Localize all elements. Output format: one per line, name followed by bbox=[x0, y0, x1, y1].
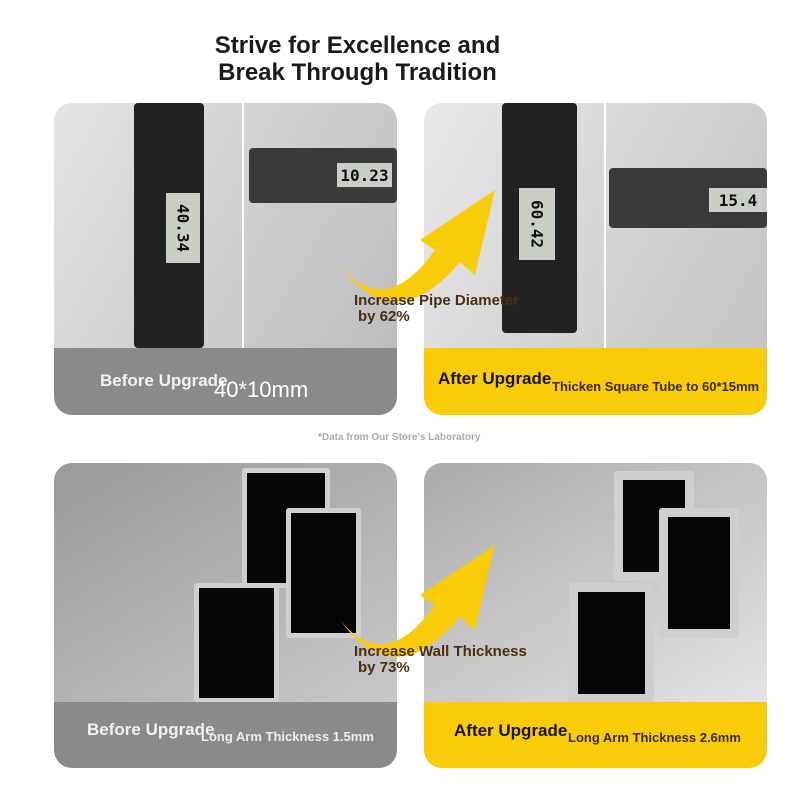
arrow-icon bbox=[340, 545, 495, 657]
top-before-panel: 40.34 10.23 Before Upgrade 40*10mm bbox=[54, 103, 397, 415]
spec-text: Long Arm Thickness 1.5mm bbox=[201, 729, 374, 744]
bottom-callout: Increase Wall Thickness by 73% bbox=[354, 644, 527, 676]
caliper-readout: 40.34 bbox=[166, 193, 200, 263]
top-callout: Increase Pipe Diameter by 62% bbox=[354, 293, 519, 325]
before-upgrade-label: Before Upgrade bbox=[87, 720, 215, 739]
bottom-before-panel: Before Upgrade Long Arm Thickness 1.5mm bbox=[54, 463, 397, 768]
caliper-readout: 60.42 bbox=[519, 188, 555, 260]
caliper-readout: 10.23 bbox=[337, 163, 392, 187]
callout-line-1: Increase Wall Thickness bbox=[354, 643, 527, 660]
headline-line-2: Break Through Tradition bbox=[218, 59, 497, 86]
after-upgrade-label: After Upgrade bbox=[454, 721, 568, 740]
callout-line-1: Increase Pipe Diameter bbox=[354, 292, 520, 309]
headline-line-1: Strive for Excellence and bbox=[214, 32, 501, 59]
footnote: *Data from Our Store's Laboratory bbox=[318, 432, 481, 443]
arrow-icon bbox=[340, 190, 495, 302]
after-upgrade-label: After Upgrade bbox=[438, 369, 552, 388]
before-upgrade-label: Before Upgrade bbox=[100, 371, 228, 390]
spec-text: Thicken Square Tube to 60*15mm bbox=[552, 379, 760, 394]
spec-text: Long Arm Thickness 2.6mm bbox=[568, 730, 741, 745]
spec-text: 40*10mm bbox=[214, 377, 309, 402]
callout-line-2: by 73% bbox=[358, 659, 410, 676]
caliper-readout: 15.4 bbox=[709, 188, 767, 212]
callout-line-2: by 62% bbox=[358, 308, 410, 325]
